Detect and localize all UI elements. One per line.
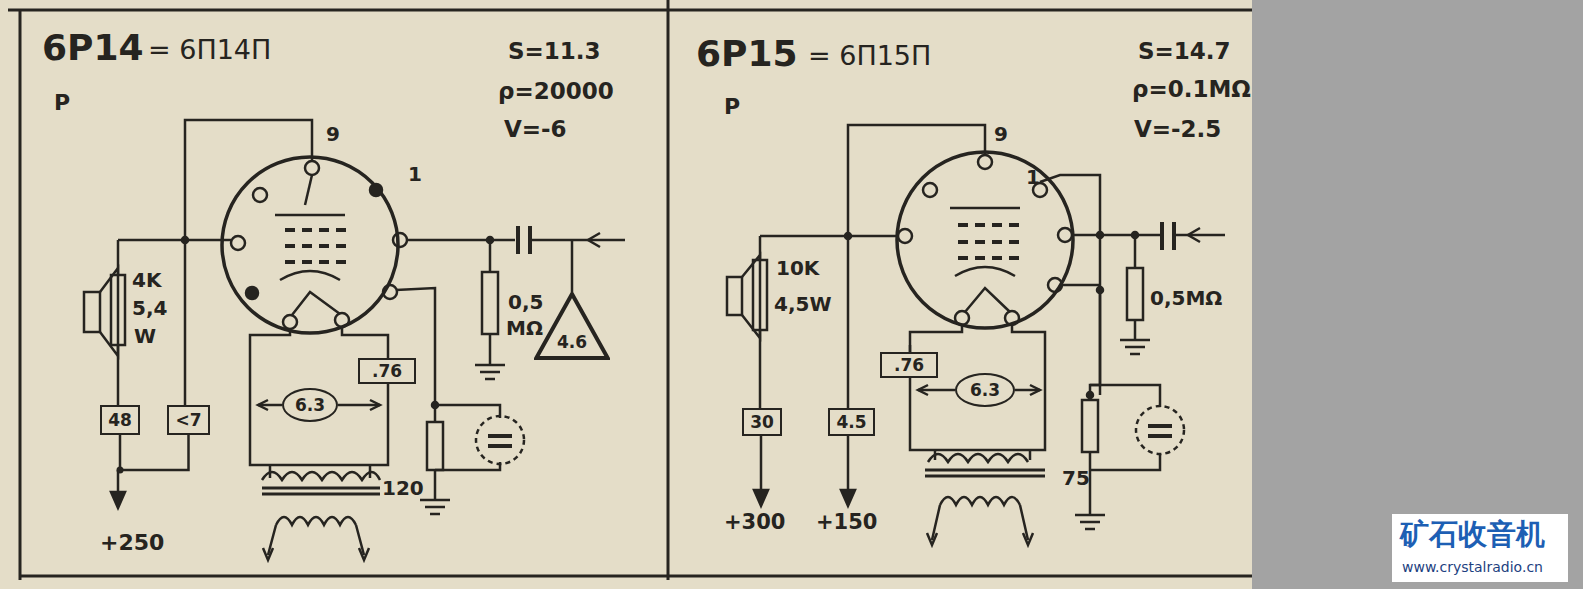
node-text: .76	[894, 357, 924, 374]
schematic-label: MΩ	[506, 318, 543, 338]
node-text: 4.6	[557, 334, 587, 351]
schematic-label: 120	[382, 478, 424, 498]
value-box: 48	[100, 405, 140, 435]
node-text: 6.3	[295, 397, 325, 414]
schematic-label: 9	[994, 124, 1008, 144]
schematic-label: 1	[1026, 167, 1040, 187]
supply-wire	[120, 435, 189, 470]
node-text: 30	[750, 414, 774, 431]
voltage-oval: 6.3	[282, 388, 338, 422]
schematic-label: P	[724, 96, 740, 118]
schematic-label: 4K	[132, 270, 161, 290]
schematic-label: 1	[408, 164, 422, 184]
node-text: 4.5	[836, 414, 866, 431]
node-text: .76	[372, 363, 402, 380]
junction-dot	[117, 467, 124, 474]
schematic-label: 6P15	[696, 36, 798, 72]
schematic-label: 9	[326, 124, 340, 144]
schematic-label: ρ=20000	[498, 80, 614, 103]
schematic-label: W	[134, 326, 156, 346]
schematic-label: 10K	[776, 258, 819, 278]
schematic-label: +150	[816, 512, 877, 533]
value-box: 4.5	[828, 408, 875, 436]
value-box: .76	[358, 358, 416, 384]
node-text: 6.3	[970, 382, 1000, 399]
value-box: <7	[167, 405, 210, 435]
value-box: .76	[880, 352, 938, 378]
schematic-label: S=14.7	[1138, 40, 1231, 63]
node-text: 48	[108, 412, 132, 429]
triangle-marker: 4.6	[534, 292, 610, 360]
schematic-label: 5,4	[132, 298, 167, 318]
schematic-label: V=-6	[504, 118, 567, 141]
schematic-label: S=11.3	[508, 40, 601, 63]
voltage-oval: 6.3	[955, 373, 1015, 407]
schematic-label: +250	[100, 532, 164, 554]
schematic-label: 0,5	[508, 292, 543, 312]
schematic-label: +300	[724, 512, 785, 533]
schematic-label: V=-2.5	[1134, 118, 1221, 141]
schematic-label: ρ=0.1MΩ	[1132, 78, 1251, 101]
watermark: www.crystalradio.cn	[1402, 560, 1543, 574]
schematic-label: 6P14	[42, 30, 144, 66]
schematic-label: = 6П14П	[148, 36, 271, 63]
value-box: 30	[742, 408, 782, 436]
schematic-label: 0,5MΩ	[1150, 288, 1222, 308]
schematic-label: 4,5W	[774, 294, 832, 314]
watermark: 矿石收音机	[1400, 520, 1545, 549]
schematic-label: 75	[1062, 468, 1090, 488]
schematic-label: P	[54, 92, 70, 114]
node-text: <7	[175, 412, 201, 429]
schematic-label: = 6П15П	[808, 42, 931, 69]
